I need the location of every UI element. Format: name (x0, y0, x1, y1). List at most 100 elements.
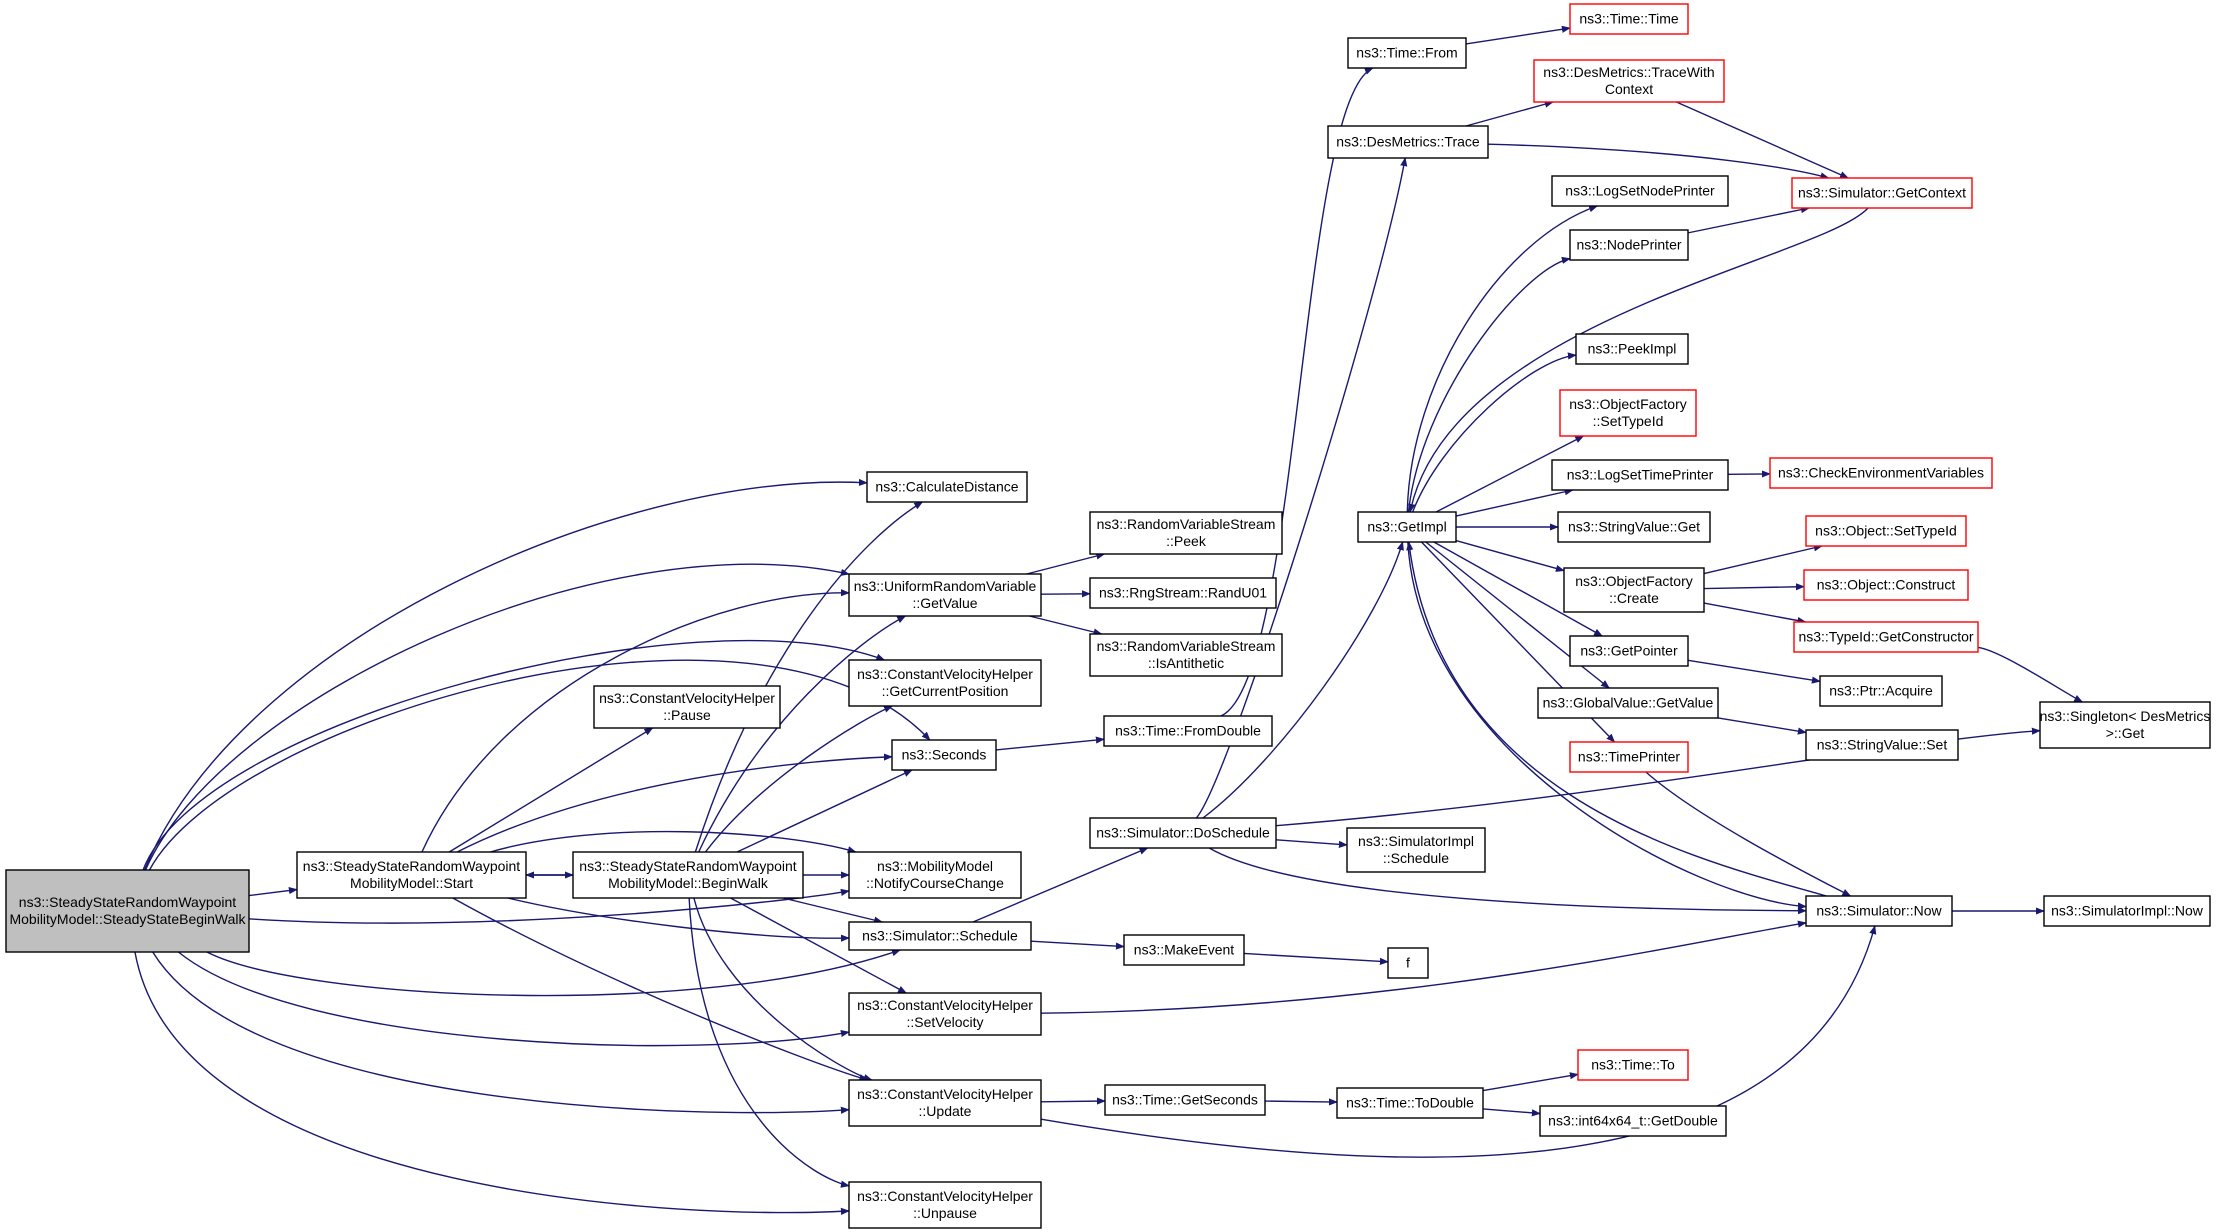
node-timefrom[interactable]: ns3::Time::From (1347, 37, 1467, 69)
node-destrace[interactable]: ns3::DesMetrics::Trace (1327, 125, 1489, 159)
node-box (1791, 177, 1973, 209)
node-simnow[interactable]: ns3::Simulator::Now (1805, 895, 1953, 927)
node-box (1539, 1105, 1727, 1137)
node-box (1559, 389, 1697, 437)
node-doschedule[interactable]: ns3::Simulator::DoSchedule (1089, 817, 1277, 849)
node-box (1551, 459, 1729, 491)
node-box (891, 739, 997, 771)
node-label: ns3::Time::FromDouble (1115, 723, 1261, 739)
node-box (1537, 687, 1719, 719)
node-label: ::SetVelocity (906, 1014, 983, 1030)
node-gvget[interactable]: ns3::GlobalValue::GetValue (1537, 687, 1719, 719)
node-svset[interactable]: ns3::StringValue::Set (1805, 729, 1959, 761)
edge-getimpl-to-lognode (1406, 205, 1598, 513)
node-label: ns3::TypeId::GetConstructor (1798, 629, 1973, 645)
node-start[interactable]: ns3::SteadyStateRandomWaypointMobilityMo… (296, 851, 527, 899)
node-label: ns3::DesMetrics::Trace (1336, 134, 1480, 150)
node-notify[interactable]: ns3::MobilityModel::NotifyCourseChange (848, 851, 1022, 899)
edge-getpointer-to-ptracquire (1687, 659, 1821, 684)
node-box (848, 992, 1042, 1036)
edges-layer (134, 25, 2084, 1215)
node-calcdist[interactable]: ns3::CalculateDistance (866, 471, 1028, 503)
node-getseconds[interactable]: ns3::Time::GetSeconds (1104, 1084, 1266, 1116)
node-box (1336, 1087, 1484, 1119)
node-objconstruct[interactable]: ns3::Object::Construct (1803, 569, 1969, 601)
node-label: ns3::ConstantVelocityHelper (857, 1188, 1033, 1204)
node-box (2039, 701, 2211, 749)
node-cvhunpause[interactable]: ns3::ConstantVelocityHelper::Unpause (848, 1181, 1042, 1229)
node-box (1357, 511, 1457, 543)
node-randu01[interactable]: ns3::RngStream::RandU01 (1089, 577, 1277, 609)
node-singleton[interactable]: ns3::Singleton< DesMetrics>::Get (2039, 701, 2211, 749)
edge-beginwalk-to-simschedule (782, 897, 884, 924)
node-label: ::Create (1609, 590, 1659, 606)
node-peekimpl[interactable]: ns3::PeekImpl (1575, 333, 1689, 365)
node-label: ns3::Time::ToDouble (1346, 1095, 1474, 1111)
node-beginwalk[interactable]: ns3::SteadyStateRandomWaypointMobilityMo… (572, 851, 804, 899)
node-fromdouble[interactable]: ns3::Time::FromDouble (1103, 715, 1273, 747)
node-box (1575, 333, 1689, 365)
node-cvhpos[interactable]: ns3::ConstantVelocityHelper::GetCurrentP… (848, 659, 1042, 707)
node-box (1805, 895, 1953, 927)
node-label: ns3::RandomVariableStream (1097, 638, 1276, 654)
node-makeevent[interactable]: ns3::MakeEvent (1123, 934, 1245, 966)
node-timeto[interactable]: ns3::Time::To (1577, 1049, 1689, 1081)
node-cvhpause[interactable]: ns3::ConstantVelocityHelper::Pause (593, 685, 781, 729)
node-getpointer[interactable]: ns3::GetPointer (1569, 635, 1689, 667)
node-label: ns3::NodePrinter (1576, 237, 1681, 253)
edge-doschedule-to-simimplsched (1275, 839, 1348, 848)
node-logtime[interactable]: ns3::LogSetTimePrinter (1551, 459, 1729, 491)
node-checkenv[interactable]: ns3::CheckEnvironmentVariables (1769, 457, 1993, 489)
node-label: ::Peek (1166, 533, 1207, 549)
node-label: ns3::ConstantVelocityHelper (857, 1086, 1033, 1102)
node-timetime[interactable]: ns3::Time::Time (1569, 3, 1689, 35)
node-simimplnow[interactable]: ns3::SimulatorImpl::Now (2043, 895, 2211, 927)
node-box (1803, 569, 1969, 601)
edge-destrace-to-tracectx (1465, 100, 1554, 127)
node-ofsettype[interactable]: ns3::ObjectFactory::SetTypeId (1559, 389, 1697, 437)
node-box (848, 659, 1042, 707)
edge-start-to-simschedule (507, 897, 850, 942)
node-timeprinter[interactable]: ns3::TimePrinter (1569, 741, 1689, 773)
edge-ofcreate-to-typeidctor (1703, 602, 1807, 625)
node-todouble[interactable]: ns3::Time::ToDouble (1336, 1087, 1484, 1119)
node-label: ns3::UniformRandomVariable (854, 578, 1037, 594)
node-lognode[interactable]: ns3::LogSetNodePrinter (1551, 175, 1729, 207)
node-getimpl[interactable]: ns3::GetImpl (1357, 511, 1457, 543)
edge-root-to-notify (248, 888, 850, 924)
edge-start-to-cvhupdate (452, 897, 869, 1082)
node-ofcreate[interactable]: ns3::ObjectFactory::Create (1563, 567, 1705, 613)
node-f[interactable]: f (1387, 947, 1429, 979)
node-svget[interactable]: ns3::StringValue::Get (1557, 511, 1711, 543)
node-box (296, 851, 527, 899)
node-rvspeek[interactable]: ns3::RandomVariableStream::Peek (1089, 511, 1283, 555)
node-ptracquire[interactable]: ns3::Ptr::Acquire (1819, 675, 1943, 707)
node-getcontext[interactable]: ns3::Simulator::GetContext (1791, 177, 1973, 209)
node-simimplsched[interactable]: ns3::SimulatorImpl::Schedule (1346, 827, 1486, 873)
edge-gvget-to-svset (1717, 717, 1807, 735)
edge-doschedule-to-simnow (1208, 847, 1807, 915)
node-box (1346, 827, 1486, 873)
node-cvhupdate[interactable]: ns3::ConstantVelocityHelper::Update (848, 1079, 1042, 1127)
node-int64[interactable]: ns3::int64x64_t::GetDouble (1539, 1105, 1727, 1137)
node-box (1089, 817, 1277, 849)
node-seconds[interactable]: ns3::Seconds (891, 739, 997, 771)
node-label: ns3::GetPointer (1580, 643, 1678, 659)
node-simschedule[interactable]: ns3::Simulator::Schedule (848, 921, 1032, 951)
edge-root-to-cvhupdate (152, 951, 850, 1114)
node-nodeprinter[interactable]: ns3::NodePrinter (1569, 229, 1689, 261)
node-rvsanti[interactable]: ns3::RandomVariableStream::IsAntithetic (1089, 633, 1283, 677)
node-label: ns3::SteadyStateRandomWaypoint (19, 894, 236, 910)
node-urvget[interactable]: ns3::UniformRandomVariable::GetValue (848, 573, 1042, 617)
node-cvhsetvel[interactable]: ns3::ConstantVelocityHelper::SetVelocity (848, 992, 1042, 1036)
node-box (2043, 895, 2211, 927)
node-root[interactable]: ns3::SteadyStateRandomWaypointMobilityMo… (5, 869, 250, 953)
node-box (1123, 934, 1245, 966)
edge-makeevent-to-f (1243, 952, 1389, 965)
edge-getseconds-to-todouble (1264, 1098, 1338, 1106)
node-typeidctor[interactable]: ns3::TypeId::GetConstructor (1793, 621, 1979, 653)
node-objsettype[interactable]: ns3::Object::SetTypeId (1805, 515, 1967, 547)
node-label: ns3::Object::Construct (1817, 577, 1956, 593)
